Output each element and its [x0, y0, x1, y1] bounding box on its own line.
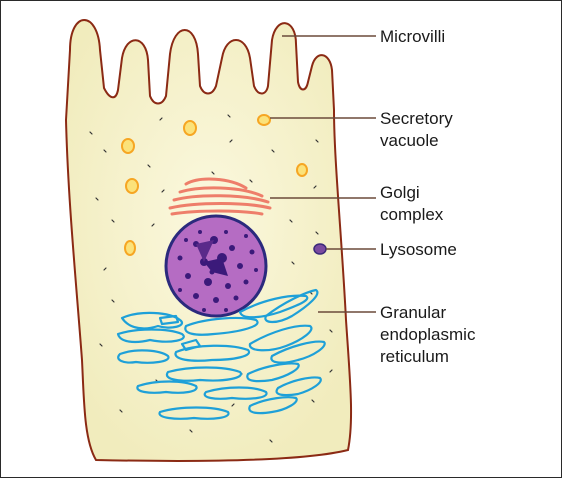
label-golgi-line2: complex: [380, 205, 444, 224]
lysosome-organelle: [314, 244, 326, 254]
secretory-vacuole: [125, 241, 135, 255]
nucleus: [166, 216, 266, 316]
label-lysosome: Lysosome: [380, 240, 457, 259]
label-secretory-vacuole-line1: Secretory: [380, 109, 453, 128]
label-golgi-line1: Golgi: [380, 183, 420, 202]
label-microvilli: Microvilli: [380, 27, 445, 46]
secretory-vacuole: [122, 139, 134, 153]
secretory-vacuole: [184, 121, 196, 135]
label-rer-line3: reticulum: [380, 347, 449, 366]
secretory-vacuole: [258, 115, 270, 125]
label-secretory-vacuole-line2: vacuole: [380, 131, 439, 150]
label-rer-line2: endoplasmic: [380, 325, 476, 344]
secretory-vacuole: [126, 179, 138, 193]
secretory-vacuole: [297, 164, 307, 176]
label-rer-line1: Granular: [380, 303, 446, 322]
